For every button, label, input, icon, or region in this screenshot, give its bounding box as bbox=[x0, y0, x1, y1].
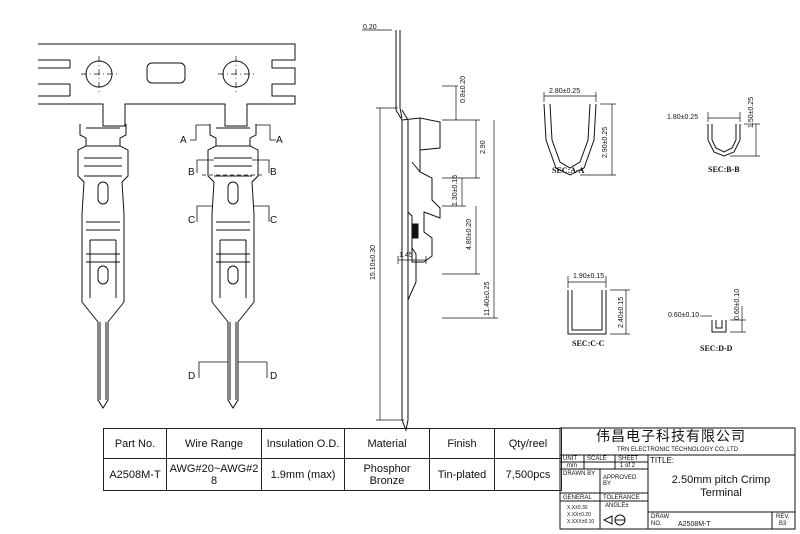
sec-aa-width: 2.80±0.25 bbox=[549, 88, 581, 95]
section-a-a-profile bbox=[543, 92, 616, 176]
section-label-c-right: C bbox=[270, 215, 278, 226]
header-material: Material bbox=[344, 428, 430, 459]
company-name-cn: 伟昌电子科技有限公司 bbox=[596, 429, 746, 445]
company-name-en: TRN ELECTRONIC TECHNOLOGY CO.,LTD bbox=[617, 447, 739, 453]
spec-table-value-row: A2508M-T AWG#20~AWG#28 1.9mm (max) Phosp… bbox=[103, 458, 562, 491]
terminal-front-view-left bbox=[77, 124, 129, 409]
sec-cc-height: 2.40±0.15 bbox=[618, 296, 625, 328]
approved-by-label: APPROVED BY bbox=[603, 475, 637, 487]
unit-label: UNIT bbox=[563, 456, 577, 462]
header-wire-range: Wire Range bbox=[166, 428, 262, 459]
sec-cc-caption: SEC:C-C bbox=[572, 339, 605, 348]
value-material: Phosphor Bronze bbox=[344, 458, 430, 491]
dim-d7: 11.40±0.25 bbox=[484, 281, 491, 316]
tolerance-label: TOLERANCE bbox=[603, 495, 640, 501]
section-label-c-left: C bbox=[188, 215, 196, 226]
angle-label: ANGLE± bbox=[605, 503, 629, 509]
dim-d5: 1.45 bbox=[399, 252, 413, 259]
tolerance-3: X.XXX±0.10 bbox=[567, 519, 595, 525]
section-d-d-profile bbox=[700, 306, 746, 333]
value-wire-range: AWG#20~AWG#28 bbox=[166, 458, 262, 491]
section-label-d-right: D bbox=[270, 371, 278, 382]
sec-dd-height: 0.60±0.10 bbox=[734, 288, 741, 320]
section-label-d-left: D bbox=[188, 371, 196, 382]
sec-aa-height: 2.90±0.25 bbox=[602, 126, 609, 158]
sheet-value: 1 of 2 bbox=[620, 463, 636, 469]
dim-d3: 1.30±0.15 bbox=[452, 174, 459, 206]
title-label: TITLE: bbox=[650, 456, 675, 465]
terminal-side-view bbox=[395, 30, 441, 432]
unit-value: mm bbox=[567, 463, 577, 469]
dim-d1: 0.8±0.20 bbox=[460, 75, 467, 103]
rev-label: REV. bbox=[776, 514, 790, 520]
sec-bb-height: 1.50±0.25 bbox=[748, 96, 755, 128]
draw-no-value: A2508M-T bbox=[678, 521, 711, 528]
spec-table: Part No. Wire Range Insulation O.D. Mate… bbox=[103, 428, 562, 491]
side-view-dimension-lines bbox=[362, 29, 498, 421]
rev-value: B3 bbox=[779, 521, 787, 527]
section-b-b-profile bbox=[707, 112, 760, 157]
section-c-c-profile bbox=[567, 276, 630, 335]
section-cut-lines bbox=[190, 124, 276, 378]
sheet-label: SHEET bbox=[618, 456, 639, 462]
drawn-by-label: DRAWN BY bbox=[563, 471, 596, 477]
terminal-front-view-right bbox=[207, 124, 259, 409]
section-label-a-left: A bbox=[180, 135, 187, 146]
value-qty-reel: 7,500pcs bbox=[494, 458, 562, 491]
value-part-no: A2508M-T bbox=[103, 458, 167, 491]
header-part-no: Part No. bbox=[103, 428, 167, 459]
value-finish: Tin-plated bbox=[429, 458, 495, 491]
value-insulation: 1.9mm (max) bbox=[261, 458, 345, 491]
tolerance-1: X.X±0.30 bbox=[567, 505, 588, 511]
sec-cc-width: 1.90±0.15 bbox=[573, 273, 605, 280]
dim-d6: 15.10±0.30 bbox=[370, 245, 377, 280]
scale-label: SCALE bbox=[587, 456, 607, 462]
dim-d4: 4.80±0.20 bbox=[466, 218, 473, 250]
sec-dd-caption: SEC:D-D bbox=[700, 344, 733, 353]
section-label-a-right: A bbox=[276, 135, 283, 146]
drawing-title: 2.50mm pitch Crimp Terminal bbox=[671, 474, 771, 499]
spec-table-header-row: Part No. Wire Range Insulation O.D. Mate… bbox=[103, 428, 562, 459]
section-label-b-left: B bbox=[188, 167, 195, 178]
dim-d2: 2.90 bbox=[480, 140, 487, 154]
tolerance-2: X.XX±0.20 bbox=[567, 512, 591, 518]
sec-dd-width: 0.60±0.10 bbox=[668, 312, 700, 319]
carrier-strip bbox=[38, 43, 296, 127]
dim-top-thickness: 0.20 bbox=[363, 24, 377, 31]
general-label: GENERAL bbox=[563, 495, 592, 501]
sec-bb-width: 1.80±0.25 bbox=[667, 114, 699, 121]
sec-bb-caption: SEC:B-B bbox=[708, 165, 740, 174]
header-insulation: Insulation O.D. bbox=[261, 428, 345, 459]
sec-aa-caption: SEC:A-A bbox=[552, 166, 585, 175]
header-qty-reel: Qty/reel bbox=[494, 428, 562, 459]
section-label-b-right: B bbox=[270, 167, 277, 178]
header-finish: Finish bbox=[429, 428, 495, 459]
draw-no-label: DRAW NO. bbox=[651, 514, 670, 528]
